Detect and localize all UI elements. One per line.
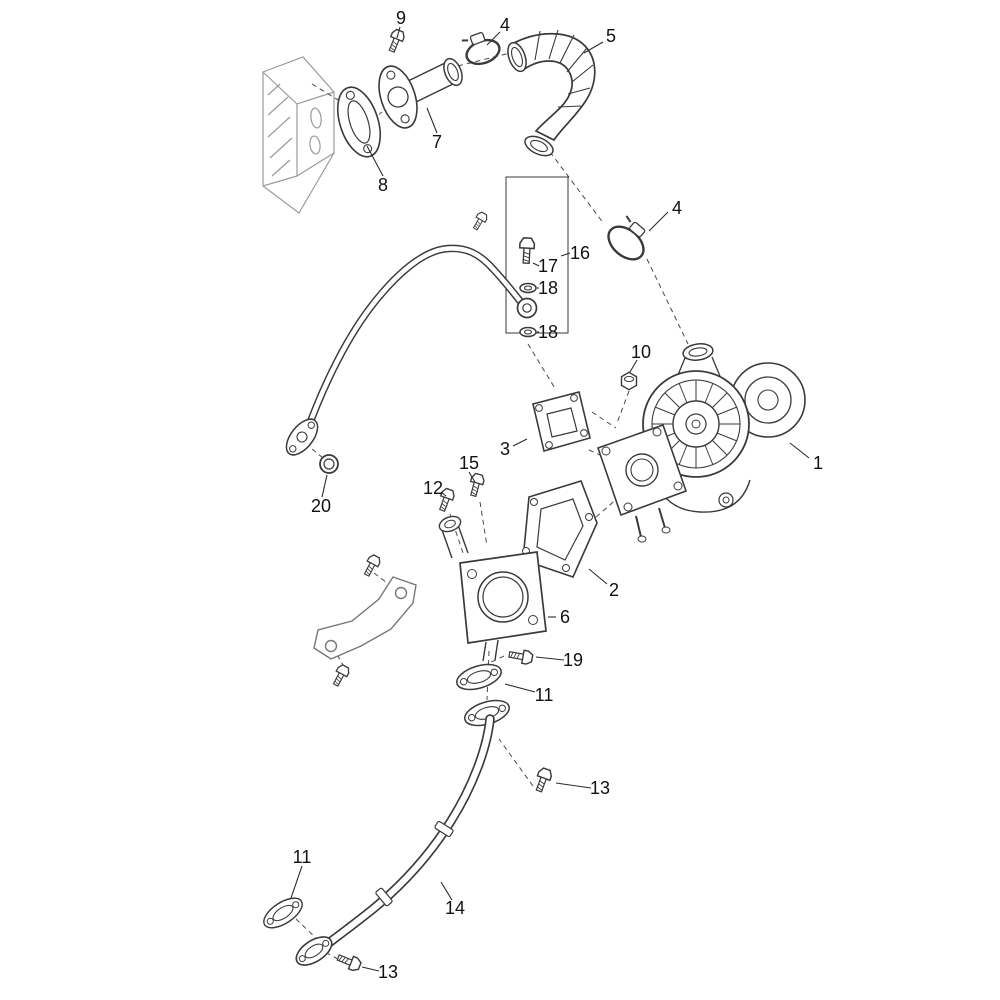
sealing-ring-20 [319, 454, 339, 474]
nut-10 [620, 371, 638, 391]
oil-return-pipe-14 [295, 714, 495, 966]
gasket-3 [532, 391, 591, 452]
connector-flange-6 [438, 515, 547, 662]
hose-clamp-4-lower [607, 215, 646, 261]
bolt-9 [385, 27, 407, 55]
hose-5 [507, 29, 596, 157]
detail-box-16 [505, 176, 569, 334]
oil-feed-pipe-16 [285, 210, 538, 456]
engine-block [262, 56, 335, 214]
bracket-bolt-lower [329, 662, 352, 689]
banjo-bolt-17 [518, 236, 536, 265]
gasket-11-lower [258, 891, 308, 935]
hose-clamp-4-upper [461, 32, 501, 66]
bracket-bolt-upper [360, 552, 383, 579]
washer-18-upper [519, 282, 537, 294]
leader-lines [290, 26, 810, 972]
bolt-13-lower [335, 950, 363, 973]
bolt-13-upper [532, 766, 554, 794]
flange-pipe-7 [378, 57, 463, 129]
bolt-12 [435, 486, 457, 514]
gasket-11-a [453, 659, 505, 695]
bolt-15 [466, 472, 486, 499]
gasket-2 [522, 480, 598, 578]
washer-18-lower [519, 326, 537, 338]
bolt-19 [507, 647, 534, 666]
turbocharger-1 [596, 343, 806, 543]
pipe-clip-bolt [470, 210, 490, 233]
support-bracket [313, 576, 417, 660]
gasket-8 [336, 86, 382, 158]
